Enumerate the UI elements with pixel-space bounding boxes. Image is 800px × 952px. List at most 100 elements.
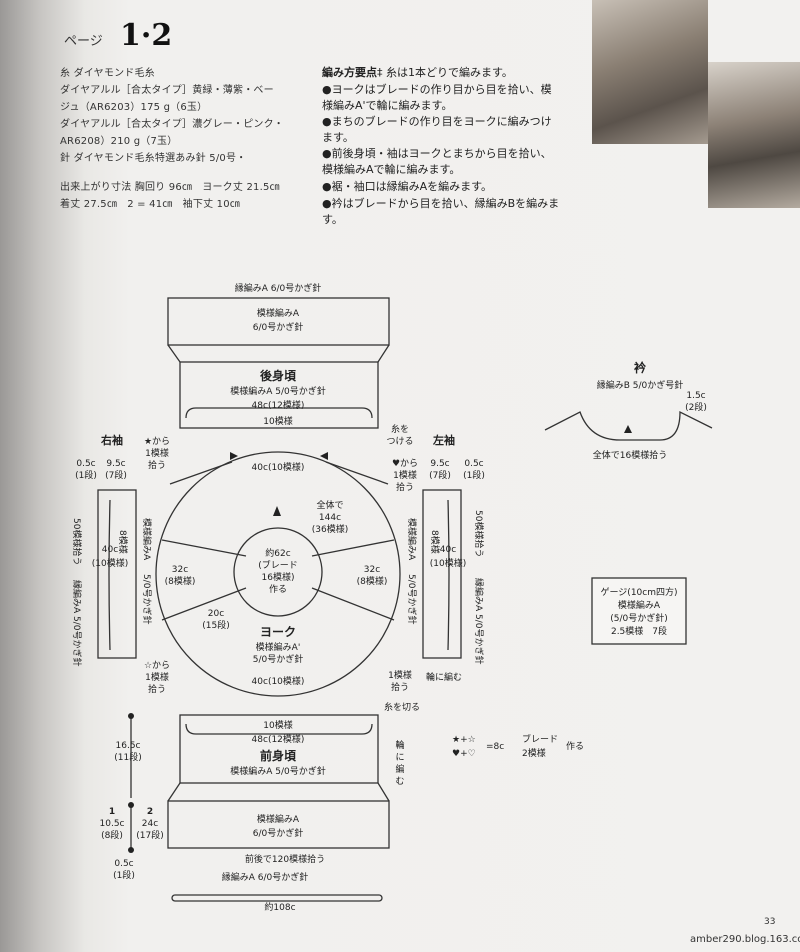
front-round-label: 輪	[395, 739, 404, 751]
guide-line	[377, 344, 390, 363]
arrow-up-icon	[624, 425, 632, 433]
yoke-bottom-width: 40c(10模様)	[252, 675, 305, 687]
heart-from-label: ♥から	[392, 458, 418, 469]
gauge-box	[591, 577, 687, 645]
sleeve-pick-vertical: 50模様拾う	[473, 510, 485, 557]
sleeve-cuff-rows: (1段)	[463, 469, 485, 481]
hem-size-1: 10.5c	[100, 819, 125, 829]
pattern-count: 1模様	[388, 669, 412, 681]
back-body-patterns: 10模様	[263, 415, 292, 427]
star-from-label: ★から	[144, 436, 170, 447]
yoke-total-size: 144c	[319, 513, 341, 523]
sleeve-cuff-size: 0.5c	[464, 459, 483, 469]
gauge-count: 2.5模様 7段	[611, 625, 667, 637]
back-body-label: 模様編みA 5/0号かぎ針	[230, 385, 326, 397]
left-sleeve-rect	[422, 489, 462, 659]
sleeve-hook-vertical: 5/0号かぎ針	[406, 574, 418, 625]
left-sleeve-title: 左袖	[432, 433, 455, 447]
pattern-count: 1模様	[145, 671, 169, 683]
yoke-guide	[161, 587, 247, 621]
page-title-number: 1·2	[120, 18, 173, 53]
method-step: す。	[322, 213, 343, 226]
total-width-label: 約108c	[264, 901, 295, 913]
sleeve-width: 40c	[440, 545, 456, 555]
sleeve-arc	[108, 499, 111, 651]
pick-label: 拾う	[148, 459, 166, 471]
size-1-label: 1	[109, 807, 115, 817]
sleeve-hook-vertical: 5/0号かぎ針	[141, 574, 153, 625]
materials-line: 糸 ダイヤモンド毛糸	[60, 68, 155, 79]
sleeve-edge-vertical: 縁編みA 5/0号かぎ針	[71, 580, 83, 667]
yoke-depth-rows: (15段)	[202, 619, 229, 631]
yoke-center-label: 16模様)	[262, 571, 295, 583]
sleeve-pattern-count: 8模様	[429, 530, 441, 554]
pick-label: 拾う	[391, 681, 409, 693]
sleeve-pattern-count: 8模様	[117, 530, 129, 554]
legend-line: ブレード	[522, 733, 558, 745]
pick-label: 拾う	[148, 683, 166, 695]
sleeve-patterns: (10模様)	[430, 557, 466, 569]
round-knit-label: 輪に編む	[426, 671, 462, 683]
materials-line: 針 ダイヤモンド毛糸特選あみ針 5/0号・	[60, 153, 247, 164]
guide-line	[167, 782, 181, 802]
materials-line: ジュ（AR6203）175 g（6玉）	[60, 102, 208, 113]
guide-line	[167, 344, 181, 363]
front-arc	[185, 723, 373, 735]
sleeve-edge-vertical: 縁編みA 5/0号かぎ針	[473, 578, 485, 665]
yoke-depth-size: 20c	[208, 609, 224, 619]
bottom-band-label: 6/0号かぎ針	[253, 827, 304, 839]
collar-pick-label: 全体で16模様拾う	[593, 449, 667, 461]
method-step: ●ヨークはブレードの作り目から目を拾い、模	[322, 83, 552, 96]
gauge-title: ゲージ(10cm四方)	[600, 586, 677, 598]
gauge-hook: (5/0号かぎ針)	[610, 612, 668, 624]
finished-size-line: 出来上がり寸法 胸回り 96㎝ ヨーク丈 21.5㎝	[60, 182, 280, 193]
arrow-up-icon	[273, 506, 281, 516]
sleeve-arc	[447, 499, 450, 651]
method-step: ●まちのブレードの作り目をヨークに編みつけ	[322, 115, 552, 128]
collar-size: 1.5c	[686, 391, 705, 401]
sleeve-pick-vertical: 50模様拾う	[71, 518, 83, 565]
gauge-pattern: 模様編みA	[618, 599, 661, 611]
pattern-count: 1模様	[393, 469, 417, 481]
method-step: ます。	[322, 131, 354, 144]
pattern-count: 1模様	[145, 447, 169, 459]
method-step: 様編みA'で輪に編みます。	[322, 99, 453, 112]
arrow-right-icon	[230, 452, 238, 460]
legend-line: 2模様	[522, 747, 546, 759]
page-label: ページ	[64, 34, 103, 49]
yoke-guide	[311, 587, 395, 621]
pick-label: 拾う	[396, 481, 414, 493]
body-length-size: 16.5c	[116, 741, 141, 751]
yoke-guide	[311, 539, 395, 557]
bottom-band-label: 模様編みA	[257, 813, 300, 825]
yoke-guide	[161, 539, 247, 557]
yarn-join-label: つける	[386, 436, 413, 447]
model-photo-angle	[708, 62, 800, 208]
yoke-hook: 5/0号かぎ針	[253, 653, 304, 665]
collar-rows: (2段)	[685, 401, 707, 413]
sleeve-pattern-vertical: 模様編みA	[406, 518, 418, 561]
bottom-edge-label: 縁編みA 6/0号かぎ針	[222, 871, 309, 883]
source-url: amber290.blog.163.com	[690, 934, 800, 945]
legend-line: =8c	[486, 742, 504, 752]
yoke-title: ヨーク	[260, 625, 296, 639]
back-arc	[185, 407, 373, 419]
yoke-center-label: (ブレード	[258, 559, 298, 571]
right-sleeve-rect	[97, 489, 137, 659]
arrow-left-icon	[320, 452, 328, 460]
yoke-side-size: 32c	[172, 565, 188, 575]
top-band-label: 6/0号かぎ針	[253, 321, 304, 333]
sleeve-cuff-rows: (1段)	[75, 469, 97, 481]
dimension-dot	[128, 713, 134, 719]
hem-rows-2: (17段)	[136, 829, 163, 841]
model-photo-front	[592, 0, 708, 144]
sleeve-pattern-vertical: 模様編みA	[141, 518, 153, 561]
front-round-label: む	[395, 776, 404, 787]
top-edge-label: 縁編みA 6/0号かぎ針	[235, 282, 322, 294]
sleeve-depth-rows: (7段)	[429, 469, 451, 481]
legend-line: 作る	[566, 740, 584, 752]
materials-line: AR6208）210 g（7玉）	[60, 136, 178, 147]
method-heading: 編み方要点‡ 糸は1本どりで編みます。	[322, 66, 513, 79]
method-step: 模様編みAで輪に編みます。	[322, 163, 461, 176]
